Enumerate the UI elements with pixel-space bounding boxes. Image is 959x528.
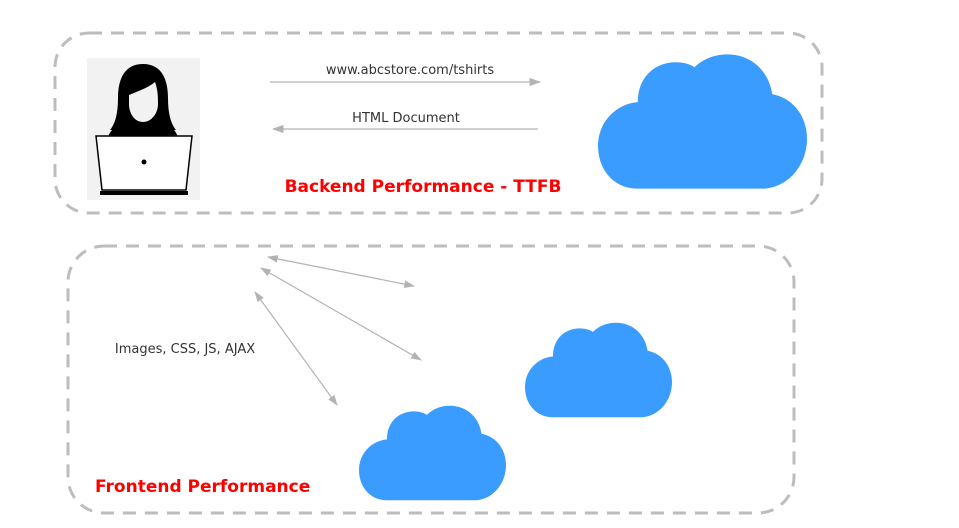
response-label: HTML Document [352, 111, 460, 126]
backend-dashed-border [53, 31, 824, 215]
frontend-dashed-border [66, 244, 796, 515]
backend-group: www.abcstore.com/tshirts HTML Document B… [53, 31, 824, 215]
frontend-title: Frontend Performance [95, 477, 310, 497]
asset-arrow-1 [266, 255, 416, 288]
cloud-icon [525, 322, 672, 418]
frontend-group: Images, CSS, JS, AJAX Frontend Performan… [66, 244, 796, 515]
request-label: www.abcstore.com/tshirts [326, 63, 495, 78]
cloud-icon [359, 405, 506, 501]
user-laptop-icon [87, 58, 200, 200]
cloud-icon [598, 54, 807, 189]
asset-arrow-2 [260, 267, 422, 361]
asset-arrow-3 [254, 291, 338, 406]
backend-title: Backend Performance - TTFB [285, 177, 562, 197]
assets-label: Images, CSS, JS, AJAX [115, 342, 255, 357]
